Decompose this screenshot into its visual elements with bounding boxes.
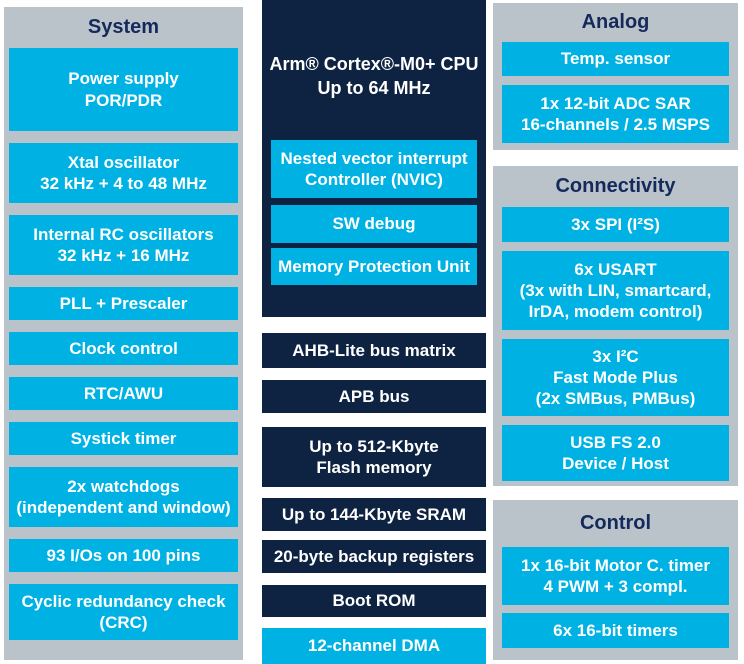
system-panel-title: System	[87, 16, 160, 38]
block-i2c: 3x I²C Fast Mode Plus (2x SMBus, PMBus)	[502, 339, 729, 416]
block-16bit-timers: 6x 16-bit timers	[502, 613, 729, 648]
block-apb-bus: APB bus	[262, 380, 486, 413]
analog-panel: Analog Temp. sensor 1x 12-bit ADC SAR 16…	[493, 3, 738, 150]
block-gpio-pins: 93 I/Os on 100 pins	[9, 539, 238, 572]
block-nvic: Nested vector interrupt Controller (NVIC…	[271, 140, 477, 198]
block-boot-rom: Boot ROM	[262, 585, 486, 617]
block-dma: 12-channel DMA	[262, 628, 486, 664]
block-flash-memory: Up to 512-Kbyte Flash memory	[262, 427, 486, 487]
block-motor-timer: 1x 16-bit Motor C. timer 4 PWM + 3 compl…	[502, 547, 729, 605]
control-panel-title: Control	[579, 512, 652, 534]
block-systick-timer: Systick timer	[9, 422, 238, 455]
block-sram: Up to 144-Kbyte SRAM	[262, 498, 486, 531]
block-usb: USB FS 2.0 Device / Host	[502, 425, 729, 481]
block-crc: Cyclic redundancy check (CRC)	[9, 584, 238, 640]
block-pll-prescaler: PLL + Prescaler	[9, 287, 238, 320]
block-power-supply: Power supply POR/PDR	[9, 48, 238, 131]
block-usart: 6x USART (3x with LIN, smartcard, IrDA, …	[502, 251, 729, 330]
block-adc: 1x 12-bit ADC SAR 16-channels / 2.5 MSPS	[502, 85, 729, 143]
cpu-title: Arm® Cortex®-M0+ CPU Up to 64 MHz	[269, 54, 479, 99]
block-watchdogs: 2x watchdogs (independent and window)	[9, 467, 238, 527]
connectivity-panel-title: Connectivity	[555, 175, 676, 197]
control-panel: Control 1x 16-bit Motor C. timer 4 PWM +…	[493, 500, 738, 660]
analog-panel-title: Analog	[581, 11, 650, 33]
block-backup-registers: 20-byte backup registers	[262, 540, 486, 573]
connectivity-panel: Connectivity 3x SPI (I²S) 6x USART (3x w…	[493, 166, 738, 486]
block-temp-sensor: Temp. sensor	[502, 42, 729, 76]
block-clock-control: Clock control	[9, 332, 238, 365]
block-spi: 3x SPI (I²S)	[502, 207, 729, 242]
cpu-memory-column: Arm® Cortex®-M0+ CPU Up to 64 MHz Nested…	[262, 0, 486, 664]
block-memory-protection-unit: Memory Protection Unit	[271, 248, 477, 285]
cpu-container: Arm® Cortex®-M0+ CPU Up to 64 MHz Nested…	[262, 0, 486, 317]
block-ahb-bus-matrix: AHB-Lite bus matrix	[262, 333, 486, 368]
system-panel: System Power supply POR/PDR Xtal oscilla…	[4, 7, 243, 660]
block-internal-rc-oscillators: Internal RC oscillators 32 kHz + 16 MHz	[9, 215, 238, 275]
block-xtal-oscillator: Xtal oscillator 32 kHz + 4 to 48 MHz	[9, 143, 238, 203]
block-rtc-awu: RTC/AWU	[9, 377, 238, 410]
block-sw-debug: SW debug	[271, 205, 477, 243]
